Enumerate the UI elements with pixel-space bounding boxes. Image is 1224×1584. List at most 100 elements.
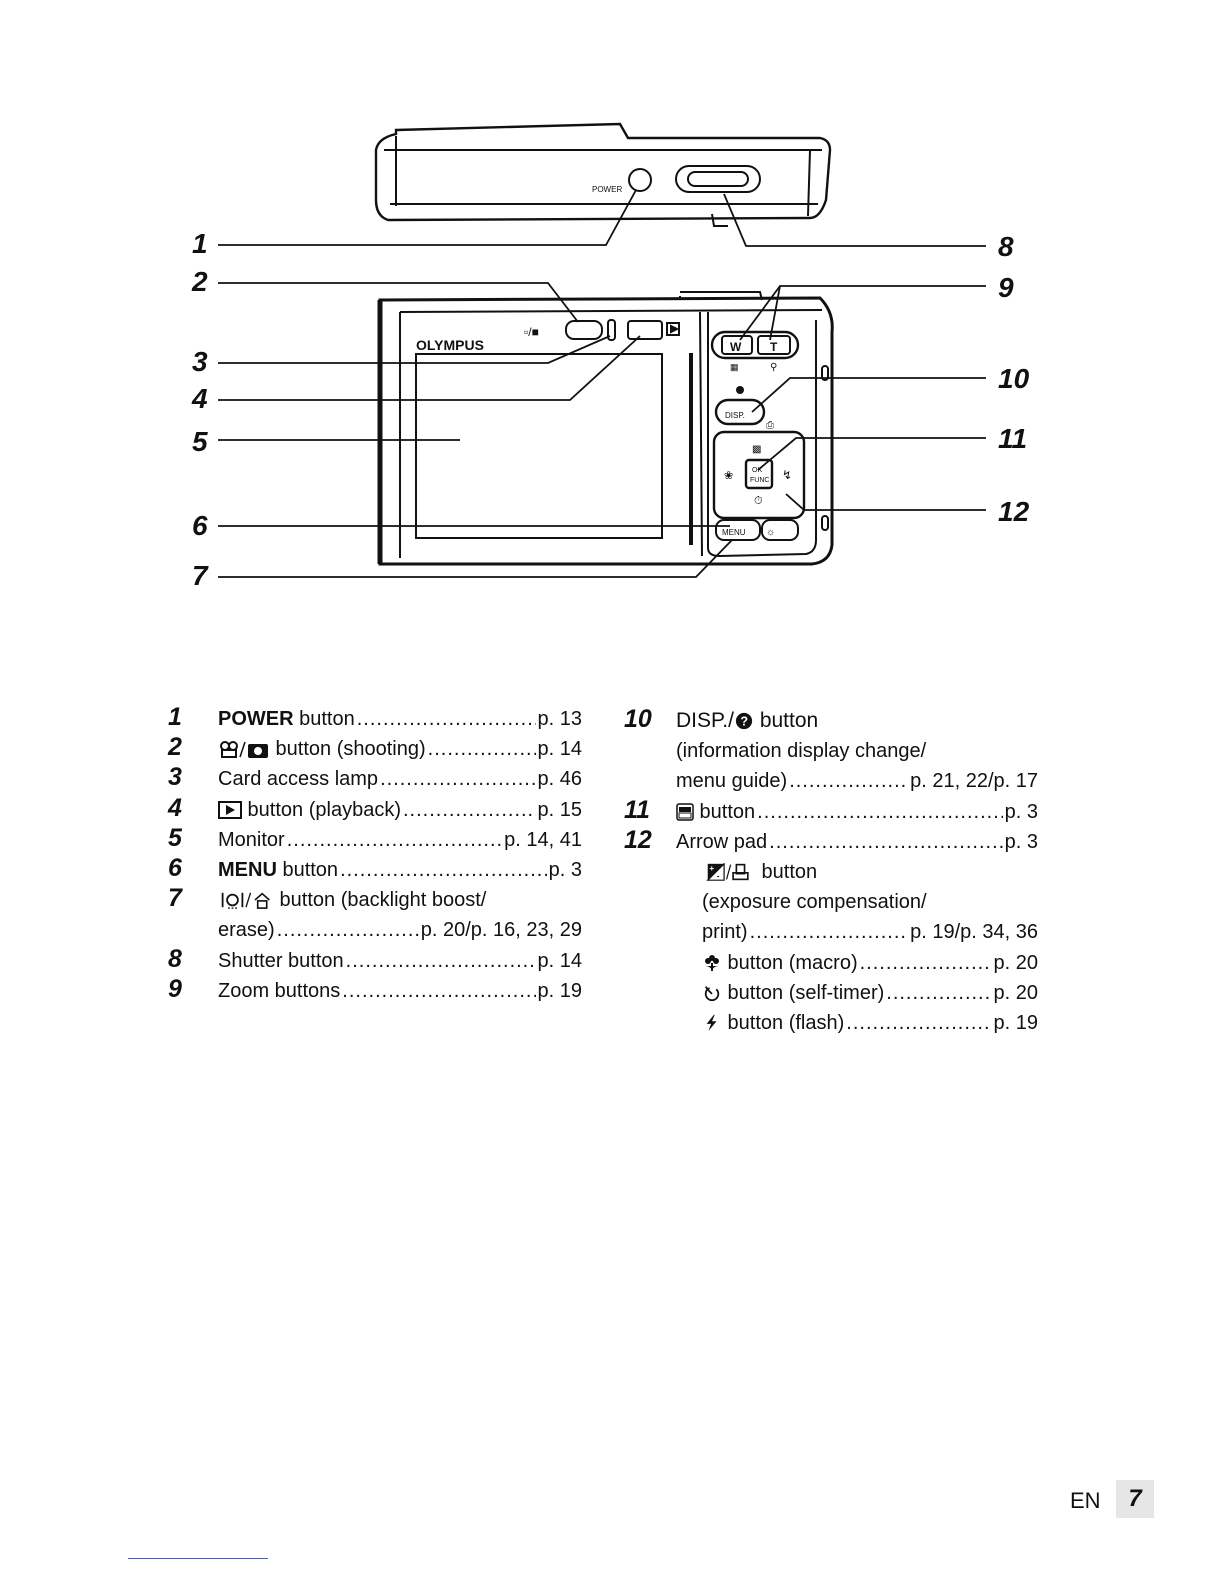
list-item: button (self-timer) p. 20: [624, 978, 1044, 1008]
ok-label: OK: [752, 467, 762, 474]
svg-text:⏱: ⏱: [754, 495, 763, 507]
item-page: p. 13: [537, 708, 582, 730]
zoom-t-label: T: [770, 340, 778, 354]
callout-3: 3: [192, 346, 208, 377]
backlight-erase-icon: [221, 892, 270, 910]
item-number: 1: [168, 703, 182, 731]
item-page: p. 14: [537, 738, 582, 761]
item-page: p. 3: [548, 858, 582, 881]
callout-6: 6: [192, 510, 208, 541]
item-label-text: button: [694, 800, 756, 823]
leader-dots: [340, 855, 547, 885]
camera-top-view: [374, 122, 832, 227]
item-label-text: button (shooting): [270, 738, 426, 761]
camera-back-view: [377, 291, 834, 566]
item-label: button: [676, 797, 755, 827]
playback-button-shape: [627, 320, 663, 340]
leader-dots: [428, 734, 536, 764]
item-entry: MENU button p. 3: [218, 855, 582, 885]
leader-dots: [346, 946, 536, 976]
callout-8: 8: [998, 231, 1014, 262]
leader-dots: [789, 766, 908, 796]
svg-text:+: +: [709, 864, 714, 873]
callout-1: 1: [192, 228, 208, 259]
callout-12: 12: [998, 496, 1030, 527]
item-label: Zoom buttons: [218, 979, 341, 1002]
power-button-shape: [628, 168, 652, 192]
item-label-bold: MENU: [218, 858, 277, 881]
item-entry: button (self-timer) p. 20: [702, 978, 1038, 1008]
item-entry: print) p. 19/p. 34, 36: [702, 917, 1038, 947]
item-label: Card access lamp: [218, 768, 379, 791]
item-label-text: button (backlight boost/: [274, 889, 487, 912]
leader-dots: [342, 976, 535, 1006]
leader-lines: [218, 189, 986, 578]
item-label: button (macro): [702, 948, 858, 978]
callout-11: 11: [998, 423, 1027, 454]
svg-text:⎙: ⎙: [766, 420, 774, 431]
item-number: 12: [624, 825, 652, 854]
item-entry: menu guide) p. 21, 22/p. 17: [676, 766, 1038, 796]
item-entry: Monitor p. 14, 41: [218, 825, 582, 855]
parts-list-right: 10 DISP./ ? button (information display …: [624, 705, 1044, 1038]
mode-symbols: ▫/■: [524, 325, 539, 339]
svg-text:⚲: ⚲: [770, 362, 777, 373]
callout-4: 4: [191, 383, 208, 414]
svg-text:↯: ↯: [782, 468, 792, 482]
leader-dots: [277, 915, 419, 945]
item-page: p. 21, 22/p. 17: [910, 770, 1038, 793]
item-label-bold: DISP./: [676, 709, 734, 732]
callout-7: 7: [192, 560, 209, 591]
self-timer-icon: [704, 985, 720, 1001]
item-entry: button (flash) p. 19: [702, 1008, 1038, 1038]
callout-5: 5: [192, 426, 208, 457]
callout-2: 2: [191, 266, 208, 297]
item-label: Arrow pad: [676, 830, 768, 853]
func-label: FUNC: [750, 477, 769, 484]
list-item-continuation: erase) p. 20/p. 16, 23, 29: [168, 915, 588, 945]
svg-text:☼: ☼: [766, 527, 775, 538]
menu-label: MENU: [722, 528, 746, 537]
item-label: button (self-timer): [702, 978, 884, 1008]
leader-dots: [769, 827, 1002, 857]
footer-divider: [128, 1558, 268, 1559]
item-page: p. 3: [1004, 830, 1038, 853]
flash-icon: [706, 1014, 717, 1031]
item-label-text: button (flash): [722, 1011, 845, 1034]
item-label-text: button (macro): [722, 951, 858, 974]
movie-camera-icon: [220, 741, 268, 759]
svg-text:❀: ❀: [724, 470, 733, 482]
leader-dots: [846, 1008, 991, 1038]
item-page: p. 14: [537, 949, 582, 972]
power-label: POWER: [592, 185, 622, 194]
item-label: button (playback): [218, 795, 401, 825]
macro-flower-icon: [705, 954, 719, 971]
item-page: p. 19: [993, 1011, 1038, 1034]
monitor-shape: [415, 353, 663, 539]
item-label: print): [702, 921, 748, 944]
leader-dots: [403, 795, 536, 825]
item-number: 8: [168, 944, 182, 973]
list-item: button (macro) p. 20: [624, 948, 1044, 978]
list-item: button (flash) p. 19: [624, 1008, 1044, 1038]
svg-text:▦: ▦: [730, 362, 739, 372]
list-item-continuation: (exposure compensation/: [624, 887, 1044, 917]
item-label: MENU button: [218, 855, 338, 885]
list-item: 6 MENU button p. 3: [168, 853, 588, 885]
item-label: POWER button: [218, 704, 355, 734]
item-entry: button p. 3: [676, 797, 1038, 827]
leader-dots: [380, 764, 535, 794]
item-label: (information display change/: [676, 740, 927, 763]
item-entry: Zoom buttons p. 19: [218, 976, 582, 1006]
item-label: Shutter button: [218, 949, 344, 972]
item-number: 6: [168, 853, 182, 882]
item-entry: POWER button p. 13: [218, 704, 582, 734]
leader-dots: [287, 825, 502, 855]
item-label-text: button: [293, 708, 355, 730]
camera-diagram: POWER OLYMPUS DISP. MENU OK FUNC W T ▫/■…: [191, 122, 1030, 591]
exposure-print-icon: + -: [706, 862, 749, 881]
leader-dots: [750, 917, 909, 947]
item-number: 10: [624, 705, 652, 733]
svg-text:?: ?: [740, 715, 748, 729]
list-item-continuation: (information display change/: [624, 736, 1044, 766]
